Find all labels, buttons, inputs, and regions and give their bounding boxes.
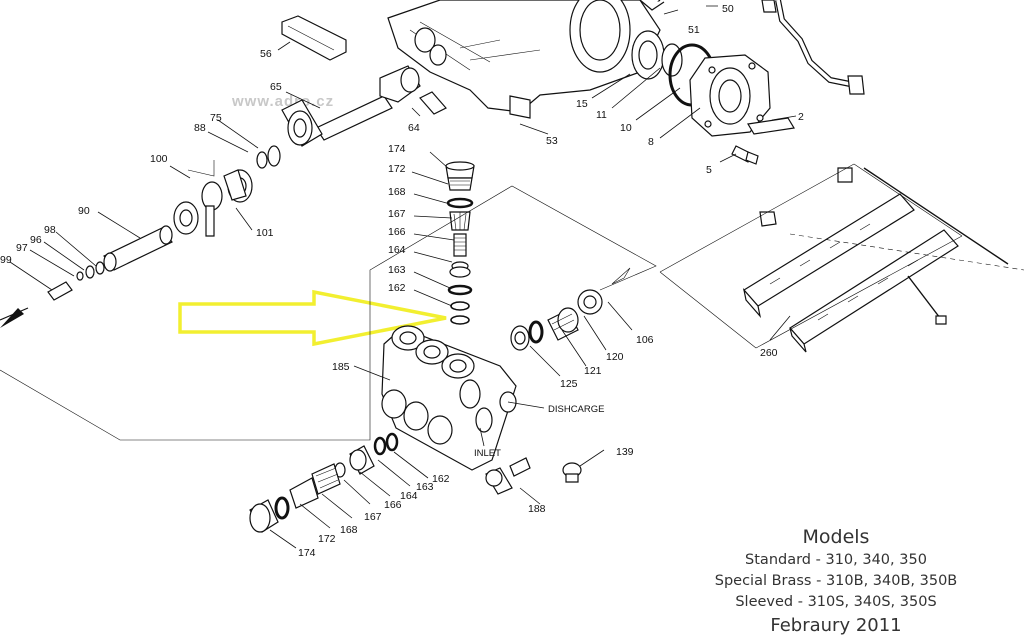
wrist-pin: [419, 91, 447, 115]
discharge-fittings: [510, 289, 603, 351]
callout-51: 51: [688, 24, 700, 36]
callout-163: 163: [388, 264, 406, 276]
watermark: www.adro.cz: [231, 93, 334, 110]
callout-98: 98: [44, 224, 56, 236]
models-title: Models: [802, 526, 870, 548]
pump-housing: [387, 0, 661, 119]
callout-167: 167: [388, 208, 406, 220]
callout-174-lower: 174: [298, 547, 316, 559]
washer-88: [256, 151, 268, 169]
callout-97: 97: [16, 242, 28, 254]
callout-56: 56: [260, 48, 272, 60]
callout-162-lower: 162: [432, 473, 450, 485]
valve-spring-166: [453, 233, 467, 257]
callout-65: 65: [270, 81, 282, 93]
callout-120: 120: [606, 351, 624, 363]
callout-88: 88: [194, 122, 206, 134]
manifold-185: [381, 325, 517, 471]
seal-retainer: [281, 99, 323, 147]
models-legend: Models Standard - 310, 340, 350 Special …: [700, 524, 972, 639]
callout-labels: 50 51 56 65 64 53 15 11 10 8 2 5 75 88 1…: [0, 3, 804, 559]
callout-168: 168: [388, 186, 406, 198]
model-line-special-brass: Special Brass - 310B, 340B, 350B: [714, 573, 958, 589]
callout-96: 96: [30, 234, 42, 246]
leader-lines: [9, 5, 797, 549]
callout-101: 101: [256, 227, 274, 239]
inlet-label: INLET: [474, 448, 501, 459]
drain-plug-139: [562, 462, 582, 483]
oil-cap: [639, 0, 665, 11]
mounting-bracket-260: [742, 167, 1009, 353]
callout-50: 50: [722, 3, 734, 15]
callout-139: 139: [616, 446, 634, 458]
suction-valve-stack: [249, 432, 399, 533]
callout-260: 260: [760, 347, 778, 359]
callout-166: 166: [388, 226, 406, 238]
callout-185: 185: [332, 361, 350, 373]
plunger-retainer-parts: [47, 261, 105, 301]
model-line-sleeved: Sleeved - 310S, 340S, 350S: [735, 594, 937, 610]
callout-162: 162: [388, 282, 406, 294]
inlet-fitting-188: [485, 457, 531, 495]
valve-plug-174: [445, 161, 475, 191]
o-ring-163: [447, 284, 473, 296]
callout-90: 90: [78, 205, 90, 217]
flange-bolt: [731, 145, 759, 165]
guide-lines: [0, 160, 1024, 441]
callout-164-lower: 164: [400, 490, 418, 502]
callout-10: 10: [620, 122, 632, 134]
callout-166-lower: 166: [384, 499, 402, 511]
callout-8: 8: [648, 136, 654, 148]
callout-5: 5: [706, 164, 712, 176]
model-line-standard: Standard - 310, 340, 350: [745, 552, 927, 568]
callout-53: 53: [546, 135, 558, 147]
oil-hose: [761, 0, 865, 95]
callout-121: 121: [584, 365, 602, 377]
packing-set: [173, 169, 253, 237]
callout-15: 15: [576, 98, 588, 110]
callout-106: 106: [636, 334, 654, 346]
shaft-key: [747, 117, 795, 135]
callout-125: 125: [560, 378, 578, 390]
callout-167-lower: 167: [364, 511, 382, 523]
callout-99: 99: [0, 254, 12, 266]
plunger-assembly: [315, 65, 421, 141]
callout-100: 100: [150, 153, 168, 165]
callout-188: 188: [528, 503, 546, 515]
callout-163-lower: 163: [416, 481, 434, 493]
callout-164: 164: [388, 244, 406, 256]
highlight-arrow: [178, 289, 447, 347]
valve-seat-167: [449, 211, 471, 231]
callout-172: 172: [388, 163, 406, 175]
ceramic-plunger: [103, 225, 173, 272]
callout-64: 64: [408, 122, 420, 134]
o-ring-168: [446, 197, 474, 209]
bearing-flange: [689, 54, 771, 137]
callout-2: 2: [798, 111, 804, 123]
o-ring-162: [450, 301, 470, 311]
discharge-label: DISHCARGE: [548, 404, 604, 415]
callout-75: 75: [210, 112, 222, 124]
models-date: Febraury 2011: [770, 615, 902, 636]
crankcase-cover: [281, 15, 347, 61]
callout-168-lower: 168: [340, 524, 358, 536]
callout-174: 174: [388, 143, 406, 155]
callout-172-lower: 172: [318, 533, 336, 545]
callout-11: 11: [596, 109, 607, 121]
